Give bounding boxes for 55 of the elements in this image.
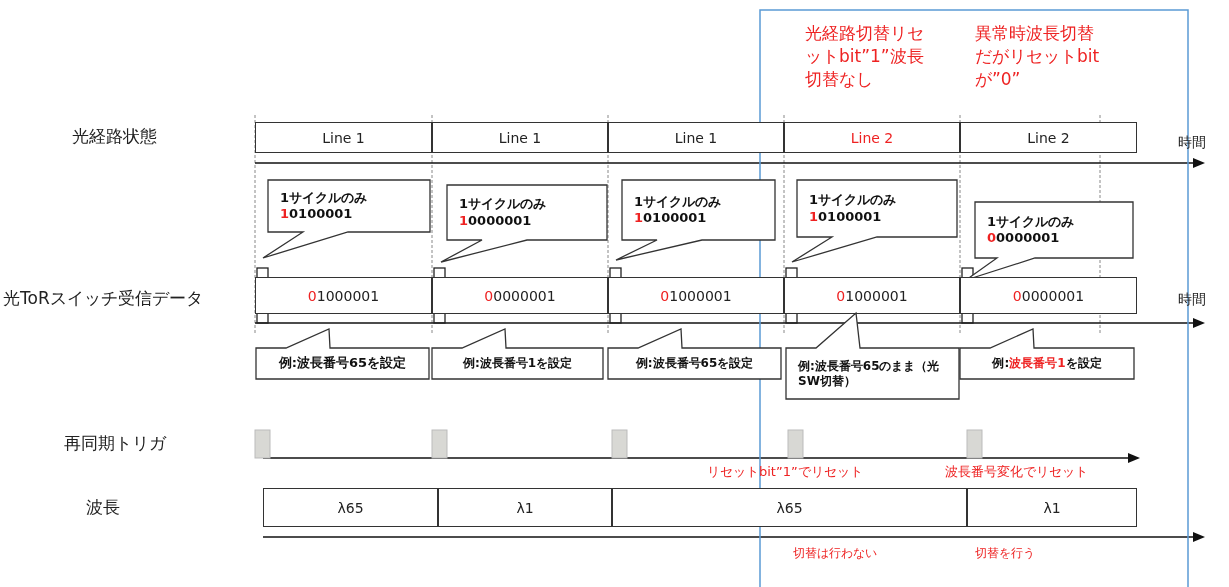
cell-text: λ65 bbox=[337, 499, 364, 516]
timeline-cell bbox=[608, 122, 784, 153]
timeline-cell bbox=[432, 277, 608, 314]
timeline-cell bbox=[255, 277, 432, 314]
callout-text: 例:波長番号1を設定 bbox=[462, 356, 573, 371]
cell-text: λ65 bbox=[776, 499, 803, 516]
callout-text: 例:波長番号65を設定 bbox=[635, 356, 754, 371]
timeline-cell bbox=[784, 277, 960, 314]
timeline-cell bbox=[438, 488, 612, 527]
callout-text: 例:波長番号1を設定 bbox=[992, 356, 1102, 371]
timeline-cell bbox=[263, 488, 438, 527]
cell-text: 00000001 bbox=[484, 287, 556, 304]
annotation-text: 異常時波長切替だがリセットbitが”0” bbox=[975, 22, 1101, 91]
timeline-cell bbox=[960, 122, 1137, 153]
annotation-text: 光ToRスイッチ受信データ bbox=[3, 287, 203, 310]
callout-text: 10100001 bbox=[634, 210, 707, 227]
cell-text: Line 1 bbox=[498, 129, 542, 146]
timeline-cell bbox=[432, 122, 608, 153]
cell-text: Line 2 bbox=[850, 129, 894, 146]
callout-text: 例:波長番号65のまま（光SW切替） bbox=[798, 358, 941, 389]
timeline-cell bbox=[255, 122, 432, 153]
cell-text: 01000001 bbox=[307, 287, 380, 304]
callout-text: 1サイクルのみ bbox=[809, 192, 897, 209]
callout-text: 1サイクルのみ bbox=[280, 189, 368, 206]
timeline-cell bbox=[612, 488, 967, 527]
callout-text: 10100001 bbox=[280, 206, 353, 223]
cell-text: 01000001 bbox=[836, 287, 908, 304]
callout-text: 1サイクルのみ bbox=[634, 193, 722, 210]
annotation-text: 光経路状態 bbox=[72, 125, 157, 148]
callout-text: 10000001 bbox=[459, 212, 532, 229]
annotation-text: 再同期トリガ bbox=[64, 432, 166, 455]
cell-text: Line 2 bbox=[1027, 129, 1070, 146]
annotation-text: 切替を行う bbox=[975, 545, 1035, 562]
annotation-text: 波長番号変化でリセット bbox=[945, 463, 1088, 481]
annotation-text: 切替は行わない bbox=[793, 545, 877, 562]
callout-text: 10100001 bbox=[809, 208, 882, 225]
annotation-text: 波長 bbox=[86, 496, 120, 519]
timeline-cell bbox=[784, 122, 960, 153]
cell-text: 01000001 bbox=[660, 287, 732, 304]
callout-text: 1サイクルのみ bbox=[459, 196, 547, 213]
callout-text: 例:波長番号65を設定 bbox=[278, 355, 407, 372]
cell-text: λ1 bbox=[516, 499, 534, 516]
cell-text: Line 1 bbox=[322, 129, 365, 146]
annotation-text: 時間 bbox=[1178, 133, 1206, 152]
timeline-cell bbox=[967, 488, 1137, 527]
cell-text: 00000001 bbox=[1012, 287, 1085, 304]
callout-text: 1サイクルのみ bbox=[987, 213, 1075, 230]
cell-text: Line 1 bbox=[674, 129, 718, 146]
annotation-text: 時間 bbox=[1178, 290, 1206, 309]
annotation-text: 光経路切替リセットbit”1”波長切替なし bbox=[805, 22, 925, 91]
cell-text: λ1 bbox=[1043, 499, 1061, 516]
callout-text: 00000001 bbox=[987, 230, 1060, 247]
timeline-cell bbox=[608, 277, 784, 314]
annotation-text: リセットbit”1”でリセット bbox=[707, 463, 863, 481]
timeline-cell bbox=[960, 277, 1137, 314]
